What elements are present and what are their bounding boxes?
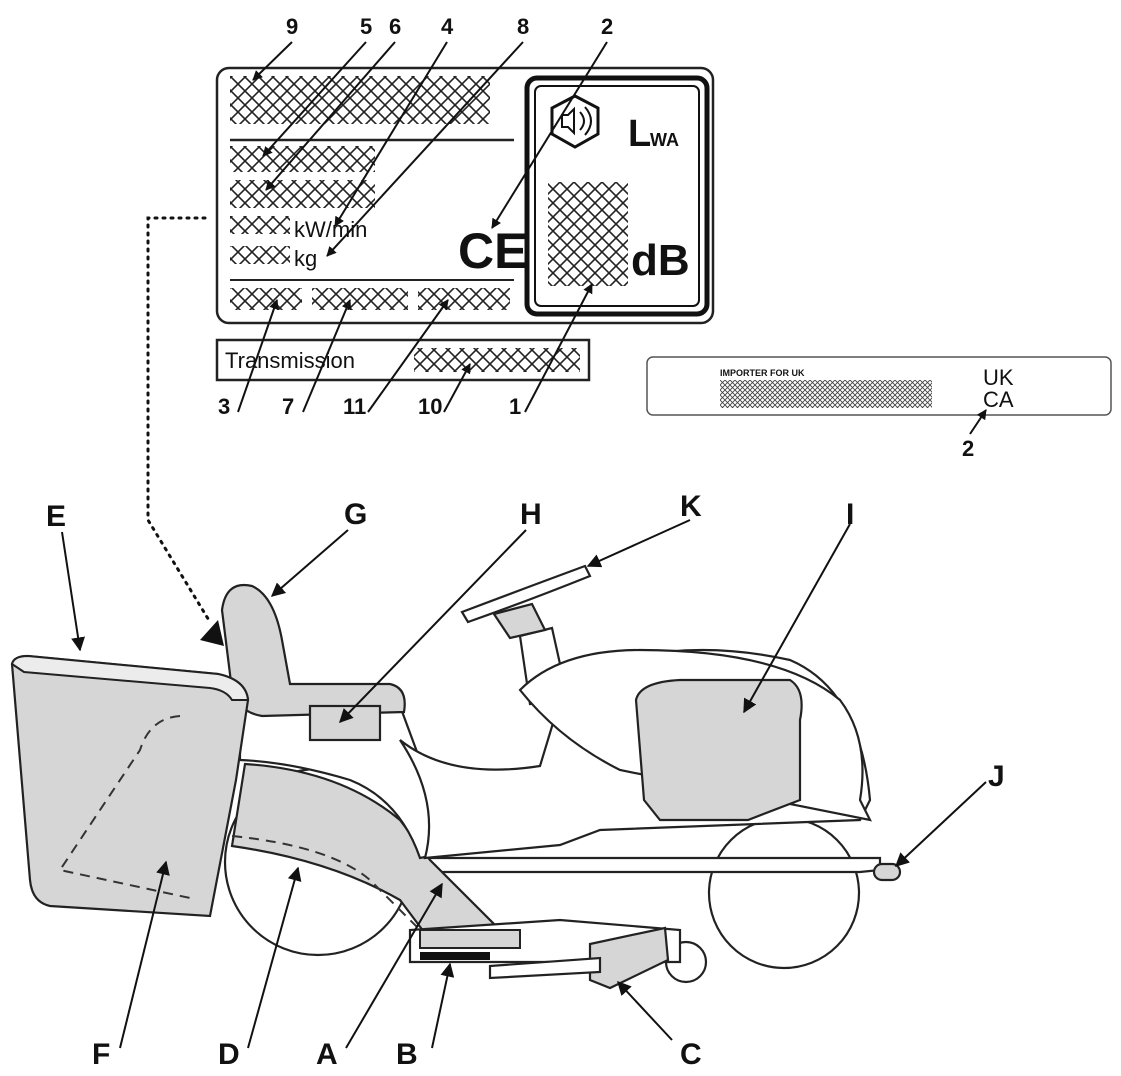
lawn-tractor bbox=[10, 564, 902, 990]
seat bbox=[220, 583, 406, 718]
sound-power-subscript: WA bbox=[650, 130, 679, 150]
callout-E: E bbox=[46, 500, 66, 533]
hatch-field-5 bbox=[230, 146, 375, 172]
callout-10: 10 bbox=[418, 394, 442, 419]
mulching-plug bbox=[588, 926, 670, 990]
callout-8: 8 bbox=[517, 14, 529, 39]
callout-2-importer: 2 bbox=[962, 436, 974, 461]
cutting-height-lever bbox=[420, 952, 490, 960]
importer-address-field bbox=[720, 380, 932, 408]
front-wheel bbox=[707, 816, 861, 970]
importer-plate: IMPORTER FOR UK UK CA 2 bbox=[646, 356, 1112, 461]
callout-4: 4 bbox=[441, 14, 454, 39]
callout-5: 5 bbox=[360, 14, 372, 39]
mass-unit: kg bbox=[294, 246, 317, 271]
plate-location-link bbox=[146, 216, 212, 624]
transmission-label: Transmission bbox=[225, 348, 355, 373]
hatch-field-4 bbox=[230, 216, 290, 234]
hatch-field-1 bbox=[548, 182, 628, 286]
callout-6: 6 bbox=[389, 14, 401, 39]
collector-bag-outline bbox=[58, 715, 191, 899]
plate-callouts-top: 9 5 6 4 8 2 bbox=[286, 14, 613, 39]
grass-collector bbox=[10, 654, 250, 918]
callout-7: 7 bbox=[282, 394, 294, 419]
engine bbox=[634, 678, 803, 822]
hatch-field-11 bbox=[418, 288, 510, 310]
steering-wheel bbox=[460, 564, 592, 624]
callout-11: 11 bbox=[343, 394, 366, 419]
hatch-field-10 bbox=[414, 348, 580, 372]
hatch-field-9 bbox=[230, 76, 490, 124]
sound-power-symbol: L bbox=[628, 113, 651, 155]
callout-I: I bbox=[846, 498, 854, 531]
ukca-mark-line2: CA bbox=[983, 387, 1014, 412]
chassis bbox=[418, 856, 882, 874]
headlight bbox=[872, 862, 902, 882]
callout-D: D bbox=[218, 1038, 240, 1071]
hatch-field-8 bbox=[230, 246, 290, 264]
callout-J: J bbox=[988, 760, 1005, 793]
importer-title: IMPORTER FOR UK bbox=[720, 368, 805, 378]
power-unit: kW/min bbox=[294, 217, 367, 242]
callout-1: 1 bbox=[509, 394, 521, 419]
callout-B: B bbox=[396, 1038, 418, 1071]
collector-lid bbox=[10, 654, 250, 701]
plate-location-arrowhead bbox=[200, 620, 224, 646]
rating-plate-location bbox=[308, 704, 382, 742]
plate-leader-lines bbox=[237, 41, 608, 413]
ce-mark: CE bbox=[458, 223, 527, 279]
deck-rail bbox=[488, 956, 602, 980]
hatch-field-3 bbox=[230, 288, 302, 310]
callout-G: G bbox=[344, 498, 367, 531]
deck-grey-part bbox=[419, 929, 521, 949]
hatch-field-7 bbox=[312, 288, 408, 310]
callout-3: 3 bbox=[218, 394, 230, 419]
rating-plate: kW/min kg CE L WA dB Transmission bbox=[215, 66, 715, 382]
ukca-mark-line1: UK bbox=[983, 365, 1014, 390]
callout-9: 9 bbox=[286, 14, 298, 39]
callout-2: 2 bbox=[601, 14, 613, 39]
steering-hub bbox=[492, 602, 547, 640]
callout-C: C bbox=[680, 1038, 702, 1071]
sound-unit: dB bbox=[631, 236, 690, 285]
chute-outline bbox=[231, 835, 421, 931]
callout-A: A bbox=[316, 1038, 338, 1071]
callout-H: H bbox=[520, 498, 542, 531]
plate-callouts-bottom: 3 7 11 10 1 bbox=[218, 394, 521, 419]
hatch-field-6 bbox=[230, 180, 375, 208]
callout-F: F bbox=[92, 1038, 110, 1071]
callout-K: K bbox=[680, 490, 702, 523]
sound-power-icon bbox=[550, 94, 600, 149]
machine-callouts: E G H K I J F D A B C bbox=[46, 490, 1005, 1071]
machine-leader-lines bbox=[61, 519, 987, 1049]
